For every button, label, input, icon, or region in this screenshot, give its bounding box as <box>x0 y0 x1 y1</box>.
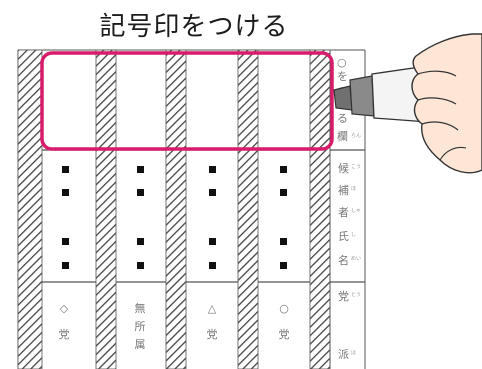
party-name-2-line-1: 無 <box>135 301 146 315</box>
page-title: 記号印をつける <box>99 12 289 42</box>
ruby-label-6: めい <box>351 256 361 262</box>
party-symbol-3: △ <box>208 302 217 315</box>
mark-row-highlight <box>40 51 334 151</box>
ruby-label-2: こう <box>351 164 361 170</box>
candidate-label-4: 氏 <box>338 230 349 243</box>
ruby-label-4: しゃ <box>351 208 361 214</box>
mark-column-label-2: を <box>337 70 348 83</box>
hand-icon <box>411 33 482 174</box>
candidate-label-3: 者 <box>338 206 349 219</box>
party-name-2-line-3: 属 <box>135 338 146 351</box>
party-symbol-4: ○ <box>279 302 289 315</box>
candidate-label-1: 候 <box>338 161 349 175</box>
party-section-label-1: 党 <box>338 290 349 303</box>
ruby-label-5: し <box>351 232 356 238</box>
party-section-label-2: 派 <box>338 348 349 361</box>
candidate-label-5: 名 <box>338 253 349 267</box>
ruby-label-3: ほ <box>351 186 356 192</box>
candidate-name-marks <box>62 166 287 269</box>
party-name-3: 党 <box>207 328 218 341</box>
hatched-separators <box>17 49 331 369</box>
mark-column-label-1: ○ <box>337 56 347 69</box>
ruby-label-8: は <box>351 350 356 356</box>
party-symbol-1: ◇ <box>60 302 69 315</box>
mark-column-label-6: 欄 <box>337 129 348 143</box>
party-name-1: 党 <box>59 328 70 341</box>
party-name-4: 党 <box>279 328 290 341</box>
party-name-2-line-2: 所 <box>135 320 146 333</box>
mark-column-label-5: る <box>337 112 348 125</box>
candidate-label-2: 補 <box>338 184 349 197</box>
ruby-label-7: とう <box>351 292 361 298</box>
ruby-label-1: らん <box>351 133 361 139</box>
party-labels: ◇ 党 無 所 属 △ 党 ○ 党 <box>59 301 290 351</box>
